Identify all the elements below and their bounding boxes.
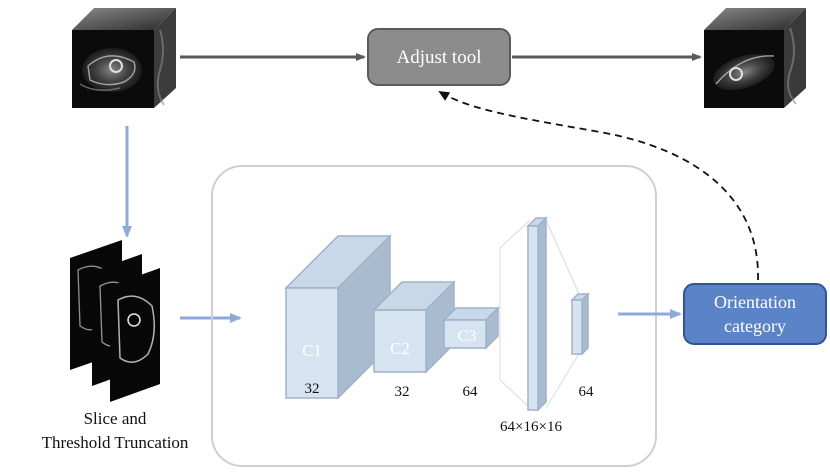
adjust-tool-label: Adjust tool <box>397 47 482 68</box>
conv-block-c2: C2 32 <box>372 280 456 400</box>
connector-line <box>545 219 581 297</box>
slice-caption-line-1: Slice and <box>84 409 147 428</box>
feature-map-size-label: 64×16×16 <box>500 419 562 435</box>
fc-size-label: 64 <box>579 384 595 400</box>
c2-channels: 32 <box>395 384 410 400</box>
orientation-label-line-1: Orientation <box>714 292 796 312</box>
mri-slice-stack-icon <box>70 240 160 402</box>
c3-label: C3 <box>458 328 477 345</box>
network-panel <box>211 165 657 467</box>
orientation-label-line-2: category <box>724 316 786 336</box>
c3-channels: 64 <box>463 384 479 400</box>
connector-line <box>545 351 581 409</box>
c1-label: C1 <box>302 341 322 360</box>
adjust-tool-node: Adjust tool <box>367 28 511 86</box>
mri-volume-cube-adjusted-icon <box>704 8 806 108</box>
slice-caption-line-2: Threshold Truncation <box>42 433 189 452</box>
orientation-category-node: Orientation category <box>683 283 827 345</box>
feedback-dashed-arrow <box>438 90 759 281</box>
c1-channels: 32 <box>305 381 320 397</box>
mri-volume-cube-icon <box>72 8 176 108</box>
conv-block-c1: C1 32 <box>284 234 392 400</box>
flatten-feature-bar <box>526 216 548 412</box>
conv-block-c3: C3 64 <box>442 306 500 400</box>
c2-label: C2 <box>390 339 410 358</box>
connector-line <box>499 219 531 249</box>
connector-line <box>499 379 531 409</box>
fc-layer-bar <box>570 292 590 356</box>
